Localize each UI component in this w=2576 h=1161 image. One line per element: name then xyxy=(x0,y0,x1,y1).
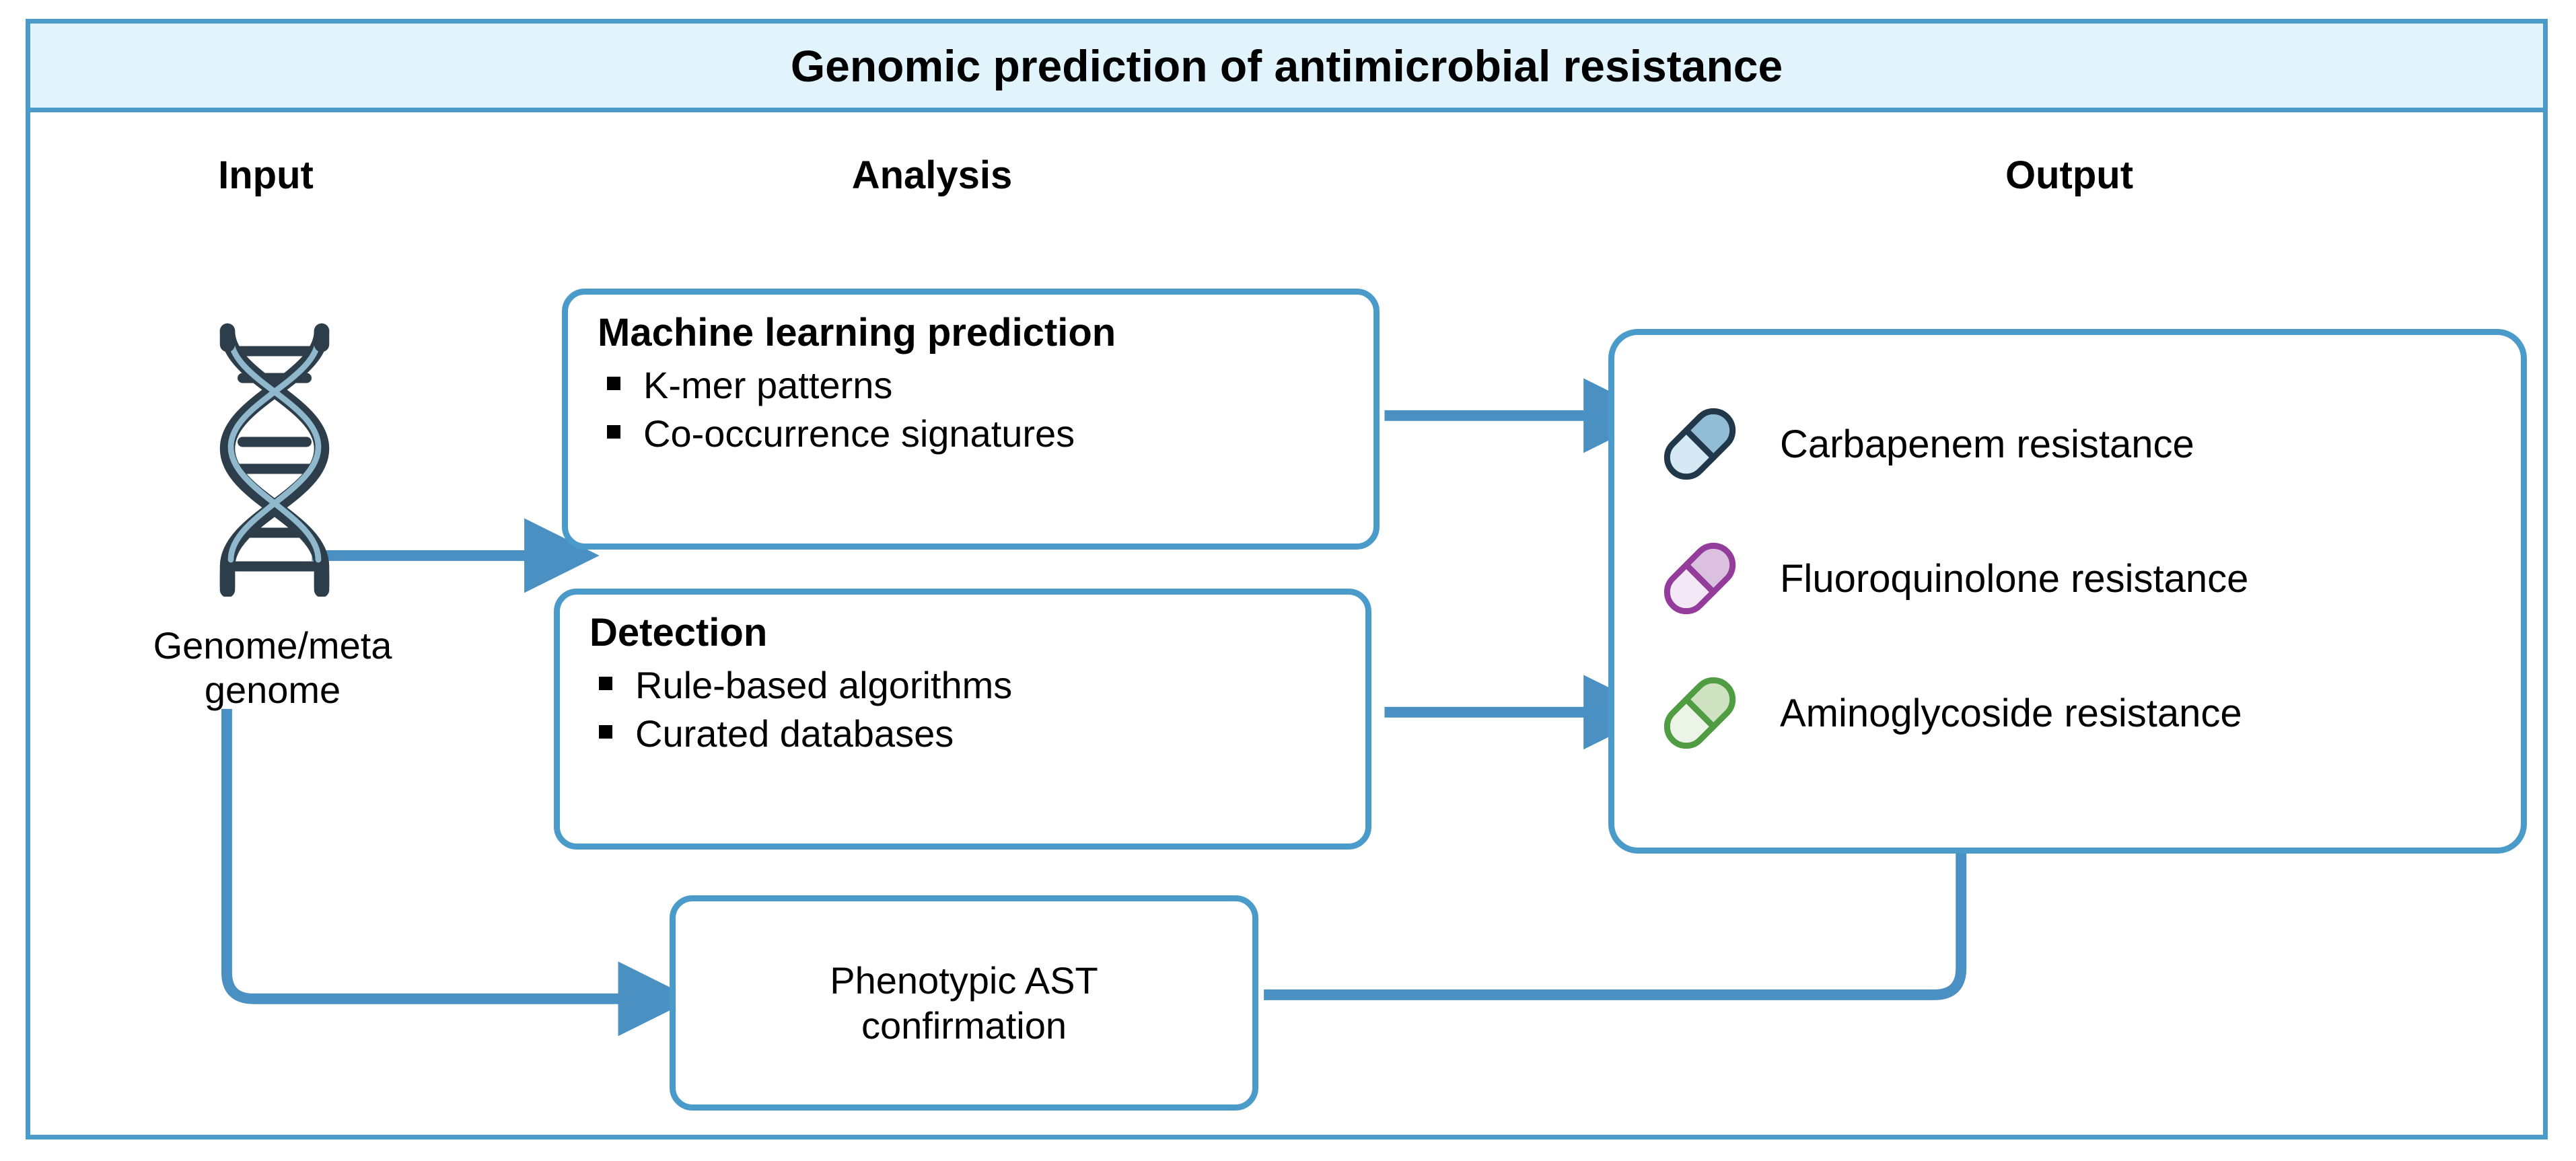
input-label-line1: Genome/meta xyxy=(153,624,392,667)
figure-title-bar: Genomic prediction of antimicrobial resi… xyxy=(30,24,2543,112)
detection-heading: Detection xyxy=(589,611,768,654)
column-header-analysis: Analysis xyxy=(851,153,1013,197)
detection-bullet-list: Rule-based algorithms Curated databases xyxy=(589,661,1365,759)
list-item: Curated databases xyxy=(589,710,1365,759)
phenotypic-ast-line2: confirmation xyxy=(861,1004,1067,1047)
square-bullet-icon xyxy=(599,725,612,739)
bullet-text: K-mer patterns xyxy=(643,363,893,406)
list-item: K-mer patterns xyxy=(598,361,1373,410)
output-item-aminoglycoside[interactable]: Aminoglycoside resistance xyxy=(1649,646,2521,780)
column-header-output: Output xyxy=(2005,153,2134,197)
bullet-text: Curated databases xyxy=(635,712,954,755)
pill-capsule-icon-fluoroquinolone xyxy=(1649,528,1750,629)
output-label-carbapenem: Carbapenem resistance xyxy=(1780,422,2194,466)
pill-capsule-icon-aminoglycoside xyxy=(1649,663,1750,763)
connector-ast-to-output xyxy=(1264,849,1967,1000)
figure-title: Genomic prediction of antimicrobial resi… xyxy=(790,40,1783,91)
phenotypic-ast-confirmation-box[interactable]: Phenotypic AST confirmation xyxy=(670,895,1258,1111)
list-item: Co-occurrence signatures xyxy=(598,410,1373,459)
bullet-text: Rule-based algorithms xyxy=(635,663,1013,706)
machine-learning-prediction-box[interactable]: Machine learning prediction K-mer patter… xyxy=(562,289,1380,550)
phenotypic-ast-label: Phenotypic AST confirmation xyxy=(830,958,1098,1048)
bullet-text: Co-occurrence signatures xyxy=(643,412,1075,455)
output-item-fluoroquinolone[interactable]: Fluoroquinolone resistance xyxy=(1649,511,2521,646)
output-label-aminoglycoside: Aminoglycoside resistance xyxy=(1780,691,2242,735)
output-label-fluoroquinolone: Fluoroquinolone resistance xyxy=(1780,556,2249,601)
square-bullet-icon xyxy=(607,425,620,439)
square-bullet-icon xyxy=(599,676,612,690)
list-item: Rule-based algorithms xyxy=(589,661,1365,710)
square-bullet-icon xyxy=(607,376,620,390)
column-header-input: Input xyxy=(218,153,314,197)
diagram-canvas: Input Analysis Output xyxy=(30,112,2543,1135)
detection-box[interactable]: Detection Rule-based algorithms Curated … xyxy=(554,589,1371,850)
machine-learning-prediction-heading: Machine learning prediction xyxy=(598,311,1116,354)
input-label-line2: genome xyxy=(204,669,341,712)
pill-capsule-icon-carbapenem xyxy=(1649,394,1750,494)
output-item-carbapenem[interactable]: Carbapenem resistance xyxy=(1649,377,2521,511)
input-label: Genome/meta genome xyxy=(57,624,488,712)
output-box[interactable]: Carbapenem resistance Fluoroquinolone re… xyxy=(1608,329,2527,854)
figure-frame: Genomic prediction of antimicrobial resi… xyxy=(26,19,2548,1139)
machine-learning-bullet-list: K-mer patterns Co-occurrence signatures xyxy=(598,361,1373,459)
dna-double-helix-icon xyxy=(190,321,359,598)
phenotypic-ast-line1: Phenotypic AST xyxy=(830,959,1098,1002)
